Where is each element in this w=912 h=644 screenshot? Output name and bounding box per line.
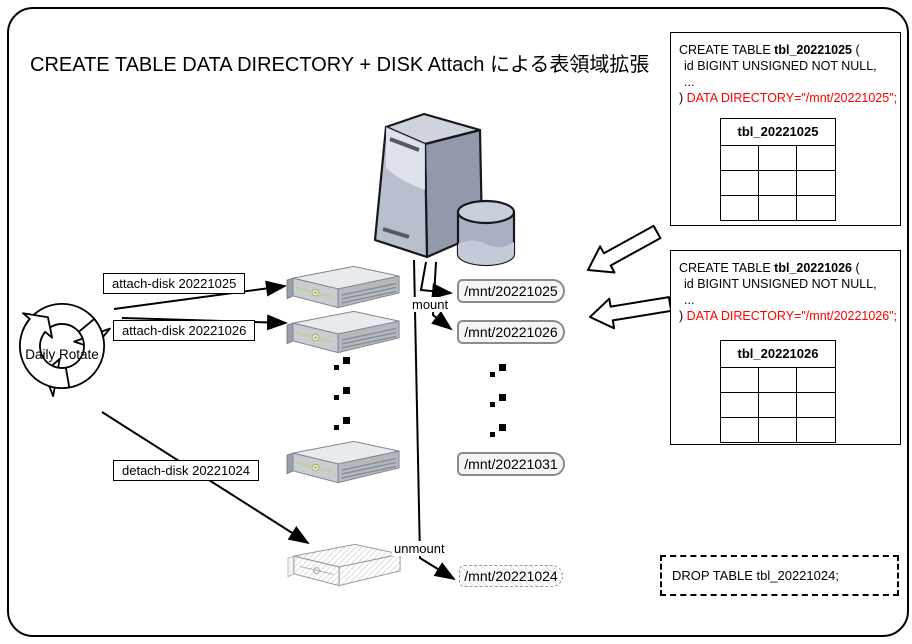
sql-code-20221025: CREATE TABLE tbl_20221025 ( id BIGINT UN… [671,33,900,106]
database-cylinder-icon [456,199,516,267]
sql-table-name: tbl_20221025 [774,43,853,57]
daily-rotate-label: Daily Rotate [25,347,99,362]
disk-unit-20221026-icon [285,307,403,355]
mount-pill-20221025: /mnt/20221025 [457,279,565,303]
detach-disk-20221024-label: detach-disk 20221024 [113,460,259,481]
sql-text: CREATE TABLE [679,261,775,275]
sql-line-ellipsis: ... [684,75,695,89]
sql-line-create: CREATE TABLE tbl_20221026 ( [679,260,894,276]
page-title: CREATE TABLE DATA DIRECTORY + DISK Attac… [30,54,650,76]
disk-unit-20221025-icon [285,262,403,310]
sql-text: ( [852,43,860,57]
mount-label: mount [410,297,451,312]
database-server-icon [373,112,516,267]
sql-text: ) [679,309,687,323]
mount-pill-20221026: /mnt/20221026 [457,320,565,344]
table-diagram-20221025: tbl_20221025 [720,118,836,221]
table-grid [721,368,835,442]
sql-line-column: id BIGINT UNSIGNED NOT NULL, [684,277,877,291]
table-title: tbl_20221026 [721,341,835,368]
sql-code-20221026: CREATE TABLE tbl_20221026 ( id BIGINT UN… [671,251,900,324]
pointer-arrow-sql-1 [587,224,662,274]
vertical-ellipsis-left [334,357,351,430]
sql-data-directory: DATA DIRECTORY="/mnt/20221025"; [686,91,898,105]
sql-data-directory: DATA DIRECTORY="/mnt/20221026"; [686,309,898,323]
detached-disk-unit-icon [286,540,404,588]
sql-text: CREATE TABLE [679,43,775,57]
sql-line-directory: ) DATA DIRECTORY="/mnt/20221025"; [679,90,898,106]
pointer-arrow-sql-2 [589,296,673,330]
attach-disk-20221026-label: attach-disk 20221026 [113,320,256,341]
diagram-canvas: CREATE TABLE DATA DIRECTORY + DISK Attac… [7,7,909,637]
drop-statement: DROP TABLE tbl_20221024; [672,568,839,583]
table-grid [721,146,835,220]
sql-text: ( [852,261,860,275]
table-diagram-20221026: tbl_20221026 [720,340,836,443]
sql-table-name: tbl_20221026 [774,261,853,275]
unmount-label: unmount [392,541,447,556]
create-table-box-20221026: CREATE TABLE tbl_20221026 ( id BIGINT UN… [670,250,901,445]
mount-arrow-2 [431,261,453,331]
attach-disk-20221025-label: attach-disk 20221025 [103,273,246,294]
table-title: tbl_20221025 [721,119,835,146]
drop-table-box: DROP TABLE tbl_20221024; [660,555,899,596]
sql-line-ellipsis: ... [684,293,695,307]
sql-line-create: CREATE TABLE tbl_20221025 ( [679,42,894,58]
mount-pill-20221024-detached: /mnt/20221024 [459,565,563,587]
disk-unit-20221031-icon [285,437,403,485]
vertical-ellipsis-right [490,364,507,437]
mount-pill-20221031: /mnt/20221031 [457,452,565,476]
sql-line-column: id BIGINT UNSIGNED NOT NULL, [684,59,877,73]
sql-text: ) [679,91,687,105]
sql-line-directory: ) DATA DIRECTORY="/mnt/20221026"; [679,308,898,324]
create-table-box-20221025: CREATE TABLE tbl_20221025 ( id BIGINT UN… [670,32,901,226]
